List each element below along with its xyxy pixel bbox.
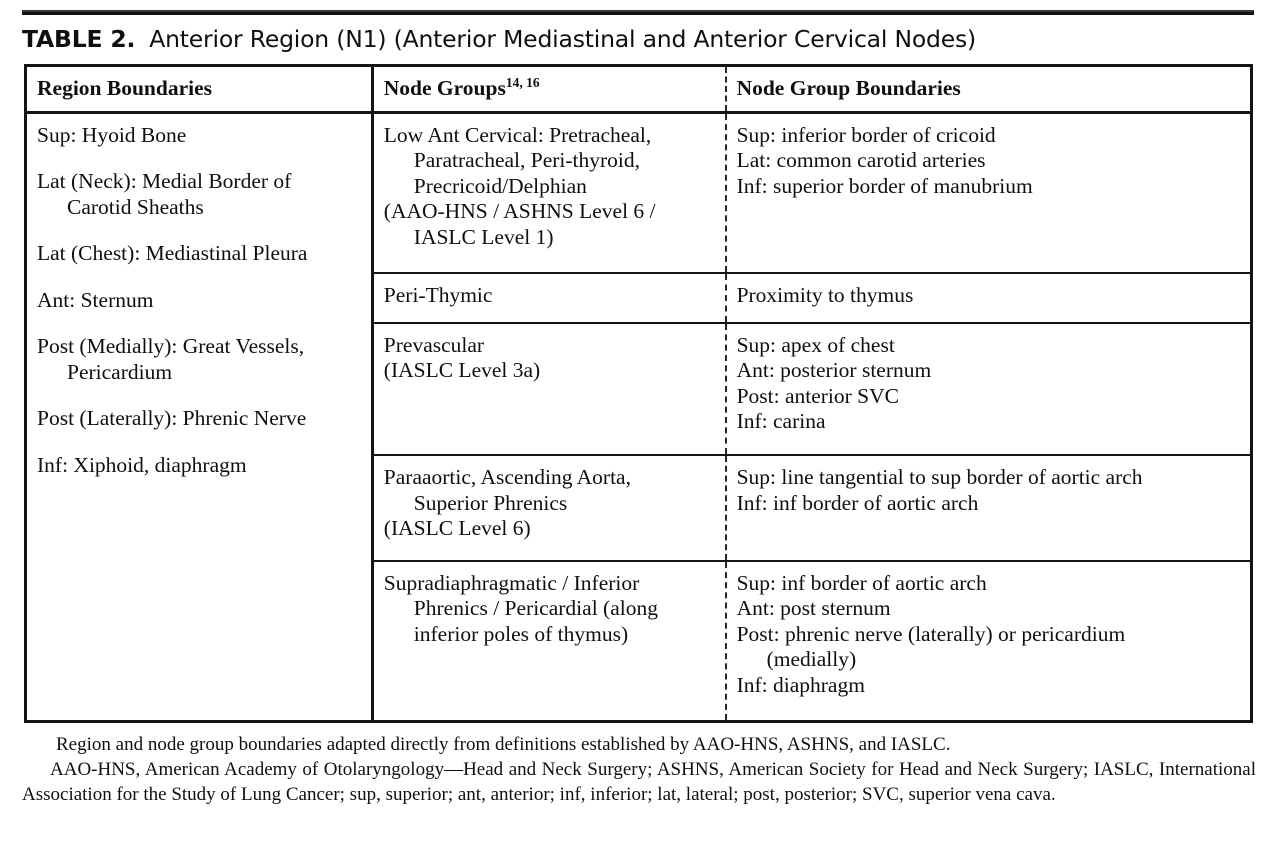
region-boundary-line: Inf: Xiphoid, diaphragm: [37, 452, 247, 477]
table-row: Paraaortic, Ascending Aorta,Superior Phr…: [27, 454, 1250, 561]
table-row: Prevascular(IASLC Level 3a)Sup: apex of …: [27, 321, 1250, 456]
region-boundary-item: Post (Laterally): Phrenic Nerve: [37, 406, 362, 432]
node-group-line: Paraaortic, Ascending Aorta,: [383, 465, 631, 490]
header-label-node-group-boundaries: Node Group Boundaries: [736, 76, 961, 100]
node-group-boundary-line: Ant: posterior sternum: [736, 358, 932, 383]
node-group-boundary-line: Lat: common carotid arteries: [736, 148, 986, 172]
region-boundary-line: Ant: Sternum: [37, 287, 154, 312]
region-boundary-line: Lat (Chest): Mediastinal Pleura: [37, 241, 308, 265]
cell-node-group: Paraaortic, Ascending Aorta,Superior Phr…: [372, 454, 727, 561]
node-group-boundary-line: Sup: inf border of aortic arch: [736, 570, 987, 595]
region-boundary-item: Sup: Hyoid Bone: [37, 123, 362, 149]
cell-node-group: Peri-Thymic: [372, 272, 727, 323]
region-boundary-item: Ant: Sternum: [37, 288, 362, 314]
footnote-source: Region and node group boundaries adapted…: [56, 734, 951, 755]
node-group-boundary-line: Sup: apex of chest: [736, 332, 895, 357]
node-group-line: Peri-Thymic: [383, 283, 493, 308]
node-group-line: Superior Phrenics: [413, 490, 568, 515]
node-group-line: Phrenics / Pericardial (along: [413, 596, 658, 620]
column-header-node-group-boundaries: Node Group Boundaries: [725, 67, 1250, 114]
anterior-region-table: Region Boundaries Node Groups14, 16 Node…: [27, 67, 1250, 720]
table-container: Region Boundaries Node Groups14, 16 Node…: [24, 64, 1253, 723]
cell-node-group: Low Ant Cervical: Pretracheal,Paratrache…: [372, 112, 727, 274]
node-group-line: (IASLC Level 3a): [383, 358, 541, 383]
node-group-line: Precricoid/Delphian: [413, 173, 587, 198]
column-header-region-boundaries: Region Boundaries: [27, 67, 374, 114]
table-caption: TABLE 2. Anterior Region (N1) (Anterior M…: [22, 24, 1254, 54]
table-title-text: Anterior Region (N1) (Anterior Mediastin…: [149, 25, 977, 53]
cell-node-group-boundaries: Proximity to thymus: [725, 272, 1250, 323]
node-group-boundary-line: Ant: post sternum: [736, 596, 891, 620]
region-boundary-item: Post (Medially): Great Vessels,Pericardi…: [37, 334, 362, 385]
node-group-boundary-line: Proximity to thymus: [736, 283, 914, 308]
top-rule: [22, 10, 1254, 15]
node-group-boundary-line: Inf: inf border of aortic arch: [736, 490, 979, 515]
node-group-boundary-line: Post: phrenic nerve (laterally) or peric…: [736, 621, 1126, 646]
node-group-line: Paratracheal, Peri-thyroid,: [413, 148, 641, 172]
table-row: Peri-Thymic Proximity to thymus: [27, 272, 1250, 323]
node-group-boundary-line: Inf: diaphragm: [736, 672, 865, 697]
node-group-line: Low Ant Cervical: Pretracheal,: [383, 122, 652, 147]
header-label-node-groups: Node Groups: [383, 76, 506, 100]
region-boundary-line: Post (Medially): Great Vessels,: [37, 334, 305, 358]
node-group-line: Prevascular: [383, 332, 485, 357]
table-number-label: TABLE 2.: [22, 25, 136, 53]
cell-node-group-boundaries: Sup: line tangential to sup border of ao…: [725, 454, 1250, 561]
node-group-boundary-line: Inf: superior border of manubrium: [736, 173, 1033, 198]
region-boundary-item: Lat (Chest): Mediastinal Pleura: [37, 241, 362, 267]
region-boundary-line: Lat (Neck): Medial Border of: [37, 169, 292, 193]
header-superscript-refs: 14, 16: [505, 74, 540, 90]
node-group-line: inferior poles of thymus): [413, 621, 629, 646]
region-boundary-line: Pericardium: [67, 359, 173, 384]
node-group-line: (IASLC Level 6): [383, 516, 531, 541]
node-group-boundary-line: Sup: inferior border of cricoid: [736, 122, 996, 147]
node-group-boundary-line: Post: anterior SVC: [736, 383, 900, 408]
footnote-abbreviations: AAO-HNS, American Academy of Otolaryngol…: [22, 759, 1256, 805]
node-group-boundary-line: (medially): [766, 647, 857, 671]
region-boundary-line: Post (Laterally): Phrenic Nerve: [37, 406, 307, 430]
table-footnotes: Region and node group boundaries adapted…: [22, 732, 1256, 807]
node-group-line: (AAO-HNS / ASHNS Level 6 /: [383, 199, 656, 223]
node-group-line: Supradiaphragmatic / Inferior: [383, 570, 640, 595]
header-label-region-boundaries: Region Boundaries: [37, 76, 213, 100]
column-header-node-groups: Node Groups14, 16: [372, 67, 727, 114]
node-group-boundary-line: Sup: line tangential to sup border of ao…: [736, 465, 1143, 490]
region-boundary-item: Inf: Xiphoid, diaphragm: [37, 453, 362, 479]
node-group-line: IASLC Level 1): [413, 224, 554, 249]
cell-node-group: Prevascular(IASLC Level 3a): [372, 321, 727, 456]
node-group-boundary-line: Inf: carina: [736, 409, 826, 434]
header-row: Region Boundaries Node Groups14, 16 Node…: [27, 67, 1250, 114]
table-header: Region Boundaries Node Groups14, 16 Node…: [27, 67, 1250, 114]
region-boundary-line: Carotid Sheaths: [67, 194, 204, 219]
region-boundary-line: Sup: Hyoid Bone: [37, 122, 187, 147]
